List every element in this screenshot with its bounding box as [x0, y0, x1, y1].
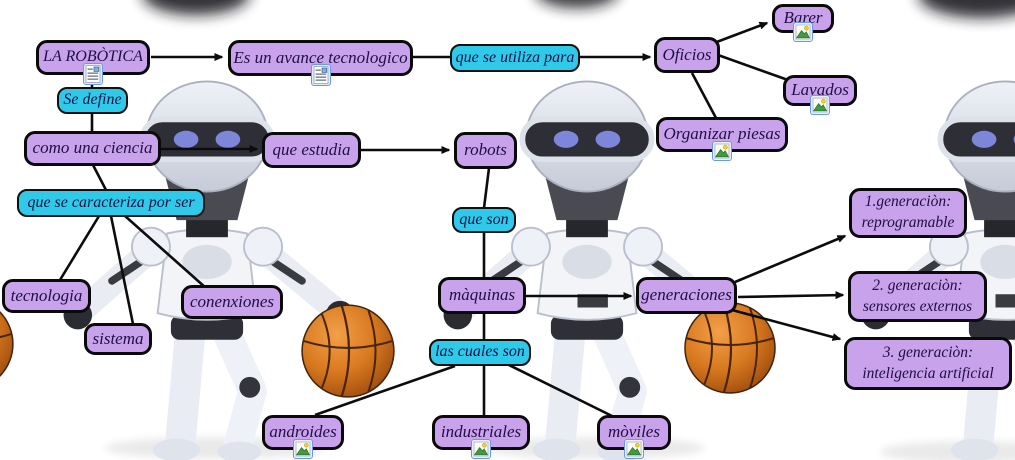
node-que-son[interactable]: que son: [452, 207, 516, 233]
node-que-se-caracteriza-por-ser[interactable]: que se caracteriza por ser: [17, 189, 205, 217]
node-generacion-1-reprogramable[interactable]: 1.generaciòn: reprogramable: [849, 188, 967, 238]
node-label: màquinas: [448, 285, 516, 305]
connector-line: [482, 167, 491, 209]
node-label: androides: [269, 422, 337, 442]
connector-line: [713, 21, 769, 45]
node-es-un-avance-tecnologico[interactable]: Es un avance tecnologico: [228, 40, 413, 86]
connector-line: [91, 164, 108, 191]
image-resource-icon[interactable]: [293, 438, 313, 460]
node-label: generaciones: [641, 285, 732, 305]
node-sistema[interactable]: sistema: [84, 323, 152, 355]
node-robots[interactable]: robots: [454, 132, 517, 169]
node-label: industriales: [440, 422, 522, 442]
node-las-cuales-son[interactable]: las cuales son: [429, 339, 531, 366]
node-lavados[interactable]: Lavados: [783, 75, 857, 115]
node-que-estudia[interactable]: que estudia: [262, 132, 361, 168]
node-se-define[interactable]: Se define: [57, 87, 128, 114]
node-label: Barer: [783, 8, 823, 28]
connector-line: [737, 291, 845, 300]
connector-line: [731, 308, 842, 341]
node-label: LA ROBÒTICA: [43, 48, 143, 66]
node-label: que son: [459, 210, 509, 228]
connector-line: [506, 362, 613, 418]
node-maquinas[interactable]: màquinas: [438, 277, 526, 314]
node-label: que se caracteriza por ser: [27, 193, 195, 211]
node-barer[interactable]: Barer: [772, 4, 834, 42]
blurred-dark-blob: [919, 0, 1015, 18]
connector-line: [314, 364, 456, 417]
node-label: las cuales son: [435, 343, 525, 361]
node-label: 3. generaciòn: inteligencia artificial: [862, 343, 994, 382]
node-conenxiones[interactable]: conenxiones: [181, 285, 283, 319]
node-label: robots: [464, 140, 507, 160]
node-como-una-ciencia[interactable]: como una ciencia: [24, 131, 161, 166]
image-resource-icon[interactable]: [624, 438, 644, 460]
image-resource-icon[interactable]: [810, 94, 830, 116]
connector-line: [734, 234, 847, 284]
image-resource-icon[interactable]: [471, 438, 491, 460]
node-label: 1.generaciòn: reprogramable: [861, 193, 955, 231]
node-label: sistema: [92, 328, 144, 348]
node-label: que estudia: [272, 139, 351, 159]
node-label: Se define: [63, 91, 122, 109]
node-industriales[interactable]: industriales: [432, 415, 530, 459]
node-moviles[interactable]: mòviles: [597, 415, 671, 459]
image-resource-icon[interactable]: [712, 140, 732, 162]
connector-line: [717, 53, 789, 82]
document-resource-icon[interactable]: [83, 63, 103, 85]
node-label: Es un avance tecnologico: [233, 47, 408, 67]
node-label: como una ciencia: [32, 138, 153, 158]
node-label: mòviles: [608, 422, 660, 442]
node-tecnologia[interactable]: tecnologia: [2, 279, 91, 313]
node-label: tecnologia: [10, 285, 83, 305]
node-generacion-2-sensores-externos[interactable]: 2. generaciòn: sensores externos: [848, 271, 987, 322]
node-label: 2. generaciòn: sensores externos: [862, 276, 973, 315]
connector-line: [58, 215, 101, 281]
node-generacion-3-inteligencia-artificial[interactable]: 3. generaciòn: inteligencia artificial: [844, 337, 1012, 390]
node-label: Organizar piesas: [663, 124, 781, 144]
node-label: que se utiliza para: [455, 48, 575, 66]
node-organizar-piesas[interactable]: Organizar piesas: [656, 117, 788, 161]
node-oficios[interactable]: Oficios: [654, 37, 720, 73]
node-label: Lavados: [791, 80, 849, 100]
blurred-dark-blob: [541, 0, 613, 8]
connector-line: [109, 215, 135, 325]
node-que-se-utiliza-para[interactable]: que se utiliza para: [450, 44, 580, 72]
blurred-dark-blob: [144, 0, 248, 15]
node-generaciones[interactable]: generaciones: [636, 277, 737, 314]
connector-line: [124, 215, 207, 289]
connector-line: [690, 72, 718, 119]
node-label: conenxiones: [189, 291, 275, 311]
document-resource-icon[interactable]: [310, 64, 331, 86]
node-androides[interactable]: androides: [262, 415, 344, 459]
node-la-robotica[interactable]: LA ROBÒTICA: [36, 40, 150, 85]
image-resource-icon[interactable]: [793, 21, 813, 43]
node-label: Oficios: [662, 44, 712, 64]
